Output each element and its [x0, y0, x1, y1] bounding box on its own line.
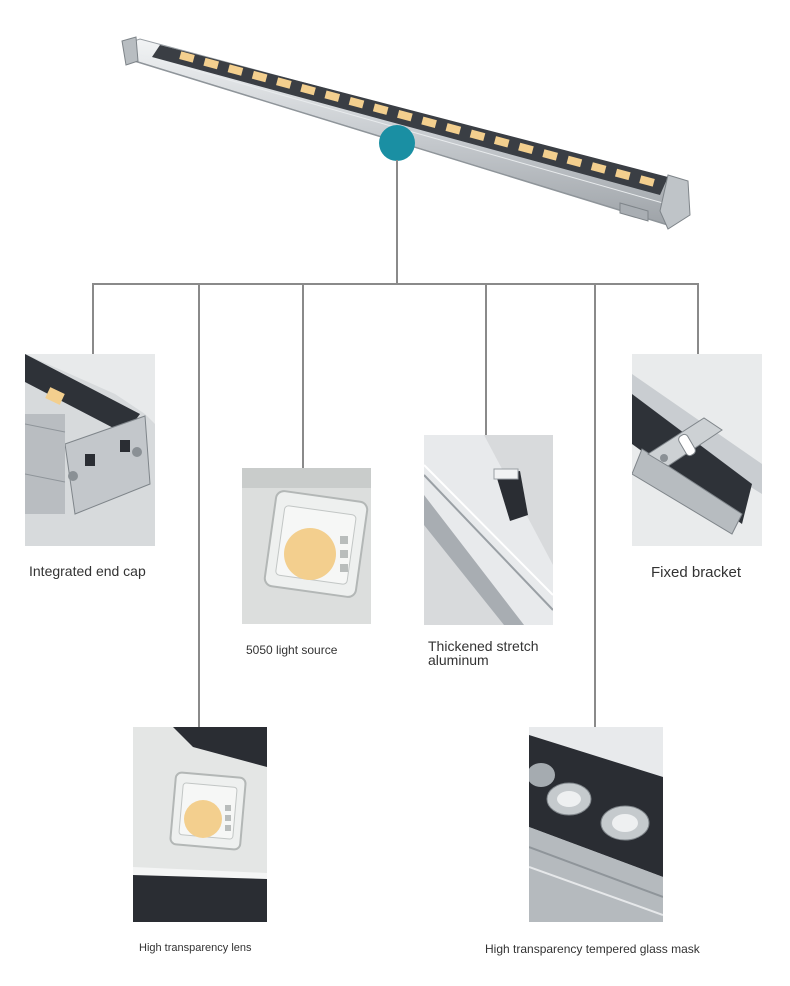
led-chip [469, 129, 486, 141]
led-chip [614, 168, 631, 181]
connector-end-cap [92, 283, 94, 354]
led-chip [566, 155, 583, 168]
led-chip [372, 103, 389, 115]
connector-horizontal [92, 283, 699, 285]
led-chip [300, 83, 316, 96]
led-chip [348, 97, 365, 109]
led-chip [518, 142, 534, 155]
led-chip [493, 136, 510, 148]
led-chip [227, 64, 244, 76]
led-chip [542, 149, 558, 161]
led-chip [179, 51, 195, 63]
led-chips [179, 51, 655, 187]
connector-bracket [697, 283, 699, 354]
led-chip [639, 175, 655, 187]
led-chip [421, 116, 437, 128]
glass-mask-photo [529, 727, 663, 922]
bracket-label: Fixed bracket [651, 564, 742, 581]
end-cap-label: Integrated end cap [29, 563, 146, 579]
glass-mask-label: High transparency tempered glass mask [485, 942, 700, 956]
led-chip [251, 70, 268, 83]
aluminum-photo [424, 435, 553, 625]
connector-light-source [302, 283, 304, 468]
hub-node [379, 125, 415, 161]
connector-lens [198, 283, 200, 727]
connector-trunk [396, 160, 398, 284]
led-chip [397, 110, 413, 122]
aluminum-label-line2: aluminum [428, 652, 489, 668]
aluminum-label-line1: Thickened stretch [428, 638, 539, 654]
led-chip [324, 90, 341, 102]
light-source-photo [242, 468, 371, 624]
bracket-photo [632, 354, 762, 546]
connector-aluminum [485, 283, 487, 435]
lens-photo [133, 727, 267, 922]
lens-label: High transparency lens [139, 942, 252, 954]
led-chip [445, 123, 462, 135]
led-chip [203, 57, 220, 70]
light-source-label: 5050 light source [246, 643, 338, 657]
led-chip [276, 77, 292, 89]
end-cap-photo [25, 354, 155, 546]
connector-glass-mask [594, 283, 596, 727]
led-chip [590, 162, 607, 174]
